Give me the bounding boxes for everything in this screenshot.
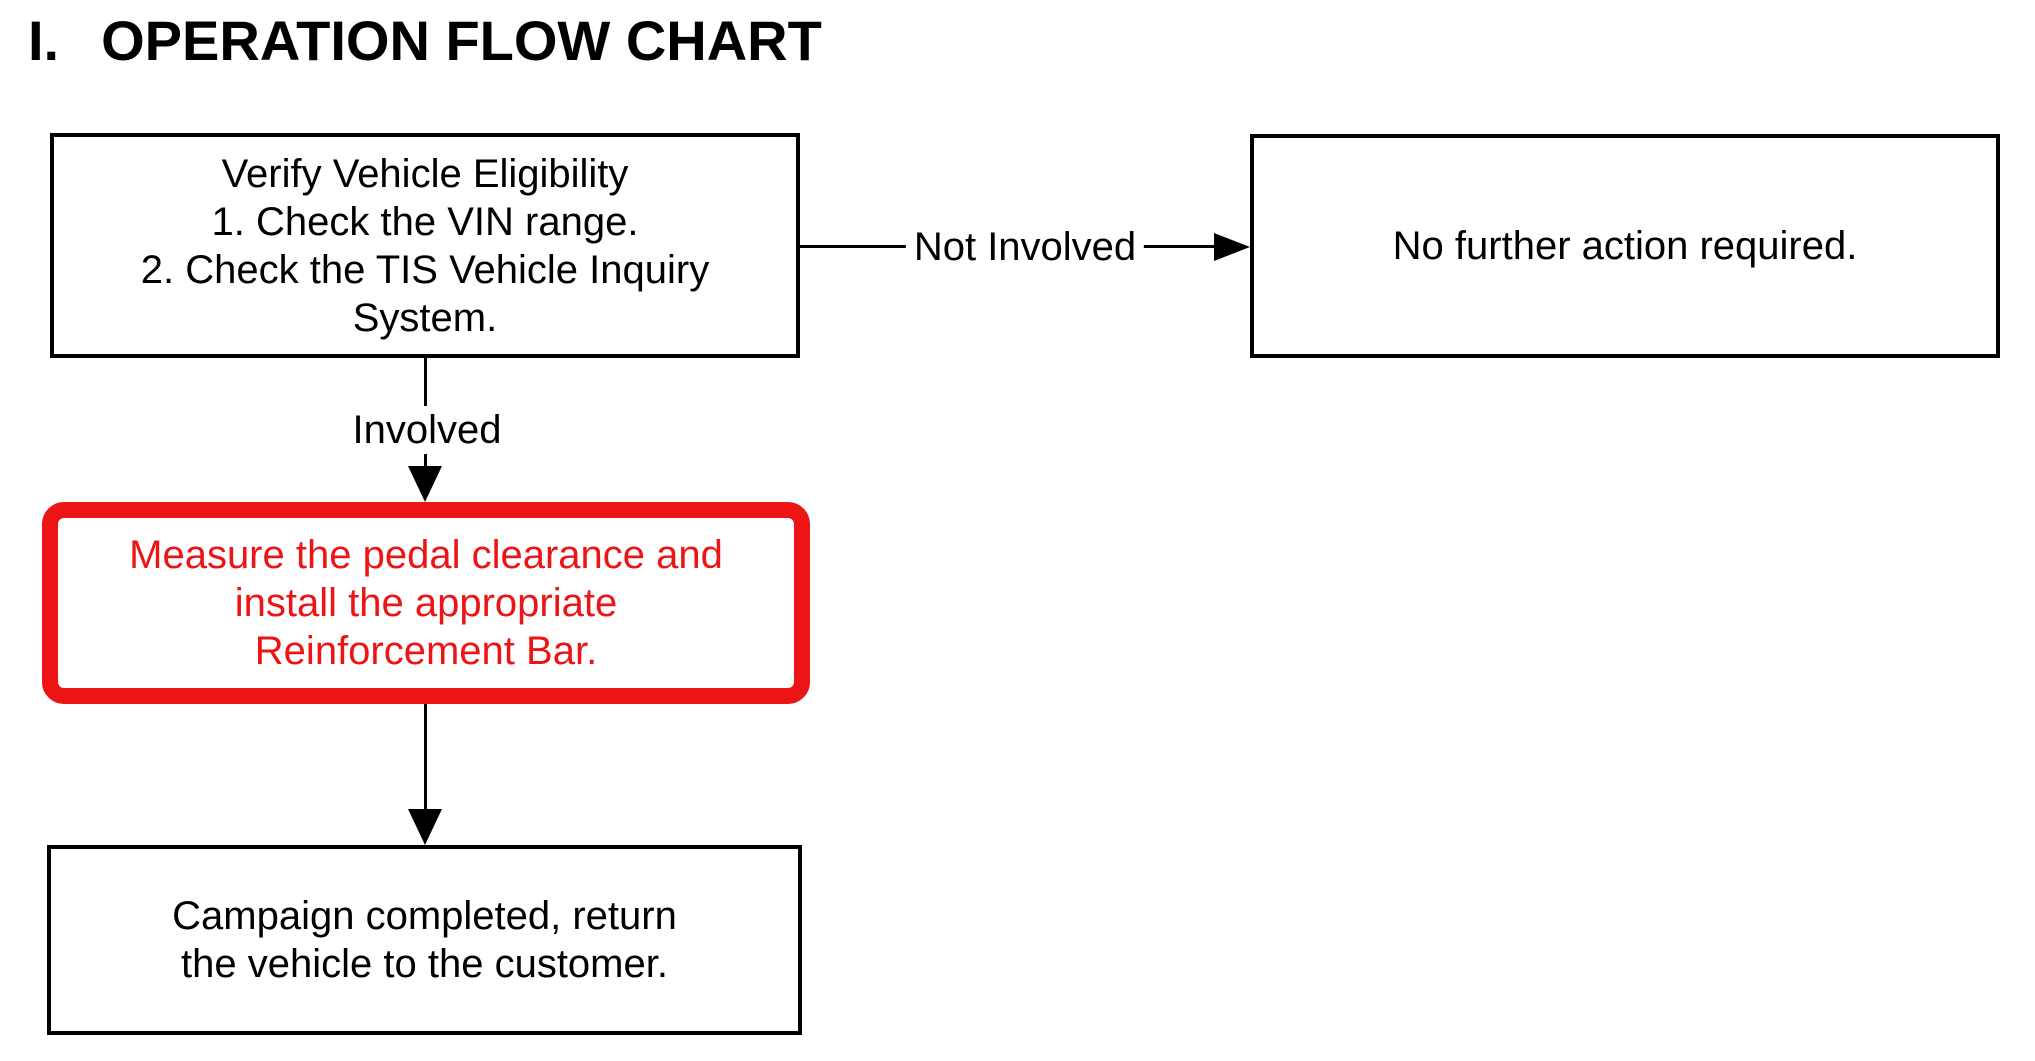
node-verify-eligibility: Verify Vehicle Eligibility 1. Check the … [50,133,800,358]
verify-line-4: System. [352,295,498,340]
verify-line-1: Verify Vehicle Eligibility [221,151,629,196]
arrowhead-down-icon [408,466,442,502]
measure-line-2: install the appropriate [234,581,618,625]
connector-label-involved: Involved [344,406,510,454]
verify-line-2: 1. Check the VIN range. [211,199,639,244]
measure-line-3: Reinforcement Bar. [254,629,598,673]
no-action-text: No further action required. [1392,224,1858,268]
node-measure-reinforcement-bar: Measure the pedal clearance and install … [42,502,810,704]
measure-line-1: Measure the pedal clearance and [129,533,723,577]
page-title: I. OPERATION FLOW CHART [28,8,822,73]
arrowhead-down-icon [408,809,442,845]
page-title-numeral: I. [28,9,60,72]
node-campaign-completed: Campaign completed, return the vehicle t… [47,845,802,1035]
connector-complete-line [424,704,427,810]
arrowhead-right-icon [1214,233,1250,261]
verify-line-3: 2. Check the TIS Vehicle Inquiry [140,247,710,292]
page-title-text: OPERATION FLOW CHART [101,9,822,72]
connector-label-not-involved: Not Involved [905,223,1145,271]
campaign-line-1: Campaign completed, return [172,894,677,938]
campaign-line-2: the vehicle to the customer. [181,942,668,986]
node-no-further-action: No further action required. [1250,134,2000,358]
